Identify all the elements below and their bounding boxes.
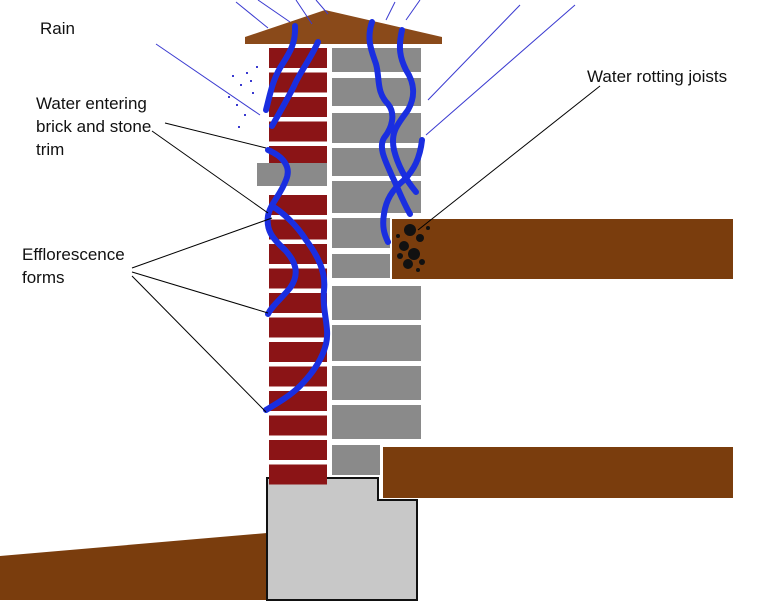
stone-block xyxy=(332,148,421,176)
label-water-entering-line2: brick and stone xyxy=(36,117,152,136)
label-water-rotting: Water rotting joists xyxy=(587,65,727,88)
stone-block xyxy=(332,254,390,278)
label-water-entering-line1: Water entering xyxy=(36,94,147,113)
label-water-rotting-text: Water rotting joists xyxy=(587,67,728,86)
ground xyxy=(0,533,267,600)
label-rain-text: Rain xyxy=(40,19,75,38)
label-water-entering: Water entering brick and stone trim xyxy=(36,92,151,161)
upper-floor-joist xyxy=(392,219,733,279)
rain-splash xyxy=(228,66,258,128)
leader-lines xyxy=(131,85,601,413)
wall-cap xyxy=(245,10,442,44)
brick xyxy=(269,121,327,142)
brick-wythe xyxy=(269,48,327,485)
foundation-block xyxy=(266,477,418,601)
stone-block xyxy=(332,366,421,400)
stone-trim xyxy=(257,163,327,186)
brick xyxy=(269,464,327,485)
lower-floor-joist xyxy=(383,447,733,498)
brick xyxy=(269,48,327,68)
brick xyxy=(269,415,327,436)
label-efflorescence-line1: Efflorescence xyxy=(22,245,125,264)
rain-lines xyxy=(155,0,576,136)
label-efflorescence-line2: forms xyxy=(22,268,65,287)
stone-block xyxy=(332,113,421,143)
brick xyxy=(269,342,327,362)
rot-spot-icon xyxy=(396,224,430,272)
stone-block xyxy=(332,325,421,361)
stone-block xyxy=(332,286,421,320)
label-rain: Rain xyxy=(40,17,75,40)
label-efflorescence: Efflorescence forms xyxy=(22,243,125,289)
stone-backup-wythe xyxy=(332,48,421,475)
brick xyxy=(269,195,327,215)
brick xyxy=(269,440,327,460)
label-water-entering-line3: trim xyxy=(36,140,65,159)
brick xyxy=(269,366,327,387)
stone-block xyxy=(332,405,421,439)
brick xyxy=(269,317,327,338)
brick xyxy=(269,268,327,289)
stone-block xyxy=(332,445,380,475)
water-trickle-icon xyxy=(263,19,425,413)
